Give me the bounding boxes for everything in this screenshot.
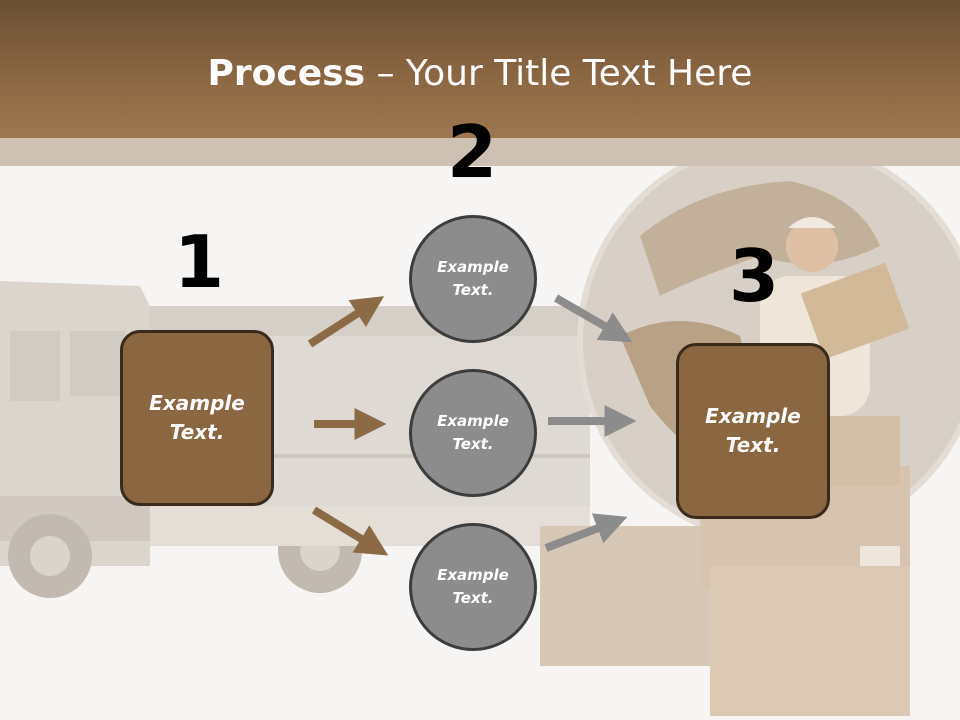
slide-title: Process – Your Title Text Here <box>0 52 960 96</box>
step-number-3: 3 <box>728 234 780 318</box>
bottom-circle-text: Example Text. <box>437 566 509 607</box>
arrow-to-bottom-circle <box>311 506 389 556</box>
top-example-circle: Example Text. <box>409 215 537 343</box>
left-box-text: Example Text. <box>149 391 245 444</box>
step-number-1: 1 <box>173 220 225 304</box>
bottom-example-circle: Example Text. <box>409 523 537 651</box>
right-box-text: Example Text. <box>705 404 801 457</box>
title-rest: – Your Title Text Here <box>365 53 753 94</box>
arrow-to-top-circle <box>307 296 385 348</box>
arrow-bottom-to-box <box>544 513 628 552</box>
step-number-2: 2 <box>446 110 498 194</box>
middle-circle-text: Example Text. <box>437 412 509 453</box>
arrow-top-to-box <box>553 294 633 343</box>
top-circle-text: Example Text. <box>437 258 509 299</box>
right-example-box: Example Text. <box>676 343 830 519</box>
header-band <box>0 0 960 138</box>
title-bold: Process <box>207 53 366 94</box>
header-stripe <box>0 138 960 166</box>
left-example-box: Example Text. <box>120 330 274 506</box>
middle-example-circle: Example Text. <box>409 369 537 497</box>
